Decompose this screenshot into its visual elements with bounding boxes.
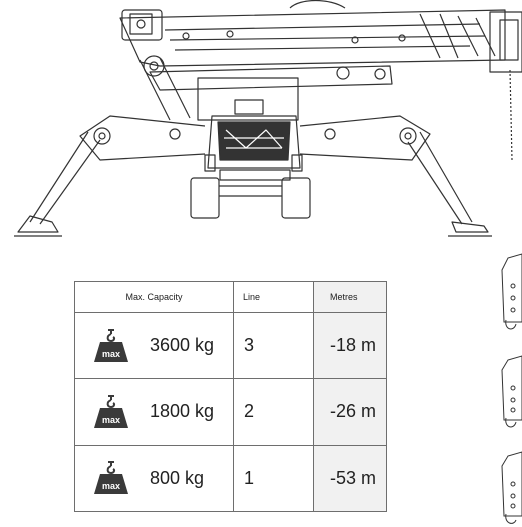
line-count: 2 bbox=[233, 378, 314, 446]
table-row: max 1800 kg 2 -26 m bbox=[74, 378, 387, 446]
hook-block-drawings bbox=[501, 253, 522, 524]
outrigger-left bbox=[14, 115, 206, 237]
max-load-weight-icon: max bbox=[94, 461, 128, 495]
metres-value: -18 m bbox=[313, 311, 387, 380]
capacity-cell: max 1800 kg bbox=[74, 378, 234, 446]
line-count: 1 bbox=[233, 444, 314, 513]
chassis bbox=[197, 77, 303, 181]
boom bbox=[119, 0, 522, 161]
hook-block-1-line bbox=[501, 451, 522, 524]
table-header-row: Max. Capacity Line Metres bbox=[74, 281, 387, 313]
max-icon-label: max bbox=[102, 349, 120, 359]
header-max-capacity: Max. Capacity bbox=[74, 281, 234, 313]
capacity-value: 800 kg bbox=[150, 467, 205, 488]
max-icon-label: max bbox=[102, 481, 120, 491]
max-load-weight-icon: max bbox=[94, 328, 128, 362]
table-row: max 3600 kg 3 -18 m bbox=[74, 311, 387, 380]
capacity-table: Max. Capacity Line Metres max 3600 kg 3 … bbox=[74, 281, 387, 513]
line-count: 3 bbox=[233, 311, 314, 380]
capacity-value: 1800 kg bbox=[150, 401, 215, 422]
outrigger-right bbox=[299, 115, 492, 237]
header-line: Line bbox=[233, 281, 314, 313]
hook-block-2-line bbox=[501, 355, 522, 428]
metres-value: -26 m bbox=[313, 378, 387, 446]
boom-cylinder bbox=[139, 55, 393, 121]
header-metres: Metres bbox=[313, 281, 387, 313]
crane-diagram bbox=[14, 0, 522, 237]
metres-value: -53 m bbox=[313, 444, 387, 513]
max-load-weight-icon: max bbox=[94, 394, 128, 428]
tracks bbox=[190, 177, 311, 219]
capacity-cell: max 3600 kg bbox=[74, 311, 234, 380]
capacity-cell: max 800 kg bbox=[74, 444, 234, 513]
capacity-value: 3600 kg bbox=[150, 335, 215, 356]
hook-block-3-line bbox=[501, 253, 522, 330]
table-row: max 800 kg 1 -53 m bbox=[74, 444, 387, 513]
max-icon-label: max bbox=[102, 415, 120, 425]
